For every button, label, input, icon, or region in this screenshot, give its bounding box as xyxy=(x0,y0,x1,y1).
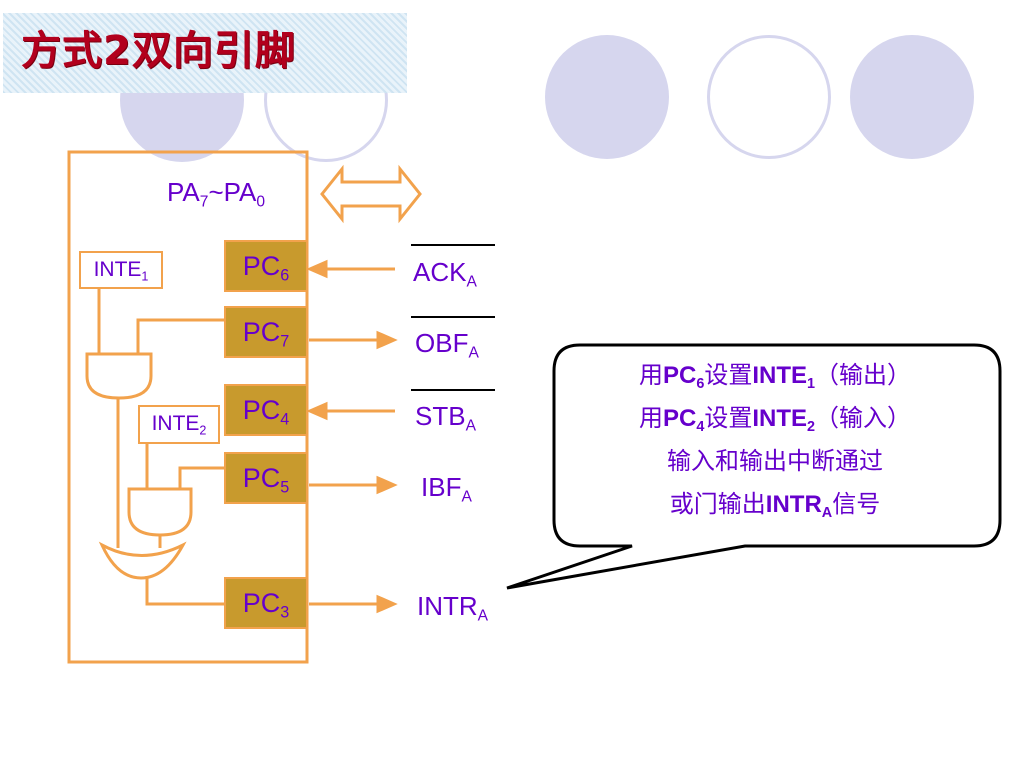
pc4-sub: 4 xyxy=(280,410,290,429)
inte1-box: INTE1 xyxy=(79,251,163,289)
inte1-sub: 1 xyxy=(141,269,149,284)
callout-l1-a: 用 xyxy=(638,361,663,389)
callout-l4-c: 信号 xyxy=(832,490,881,518)
pc6-box: PC6 xyxy=(224,240,308,292)
intr-main: INTR xyxy=(417,591,478,621)
pc6-sub: 6 xyxy=(280,266,290,285)
bus-label-sub2: 0 xyxy=(256,193,266,211)
callout-l4-a: 或门输出 xyxy=(669,490,766,518)
callout-l2-d-sub: 2 xyxy=(807,419,816,436)
and-gate-1 xyxy=(85,352,153,400)
arrow-intr-head xyxy=(376,594,398,614)
pc3-sub: 3 xyxy=(280,603,290,622)
bus-label: PA7~PA0 xyxy=(167,177,265,210)
callout-text: 用PC6设置INTE1（输出） 用PC4设置INTE2（输入） 输入和输出中断通… xyxy=(560,354,990,526)
callout-l1-c: 设置 xyxy=(704,361,753,389)
callout-l1-d: INTE xyxy=(752,362,807,389)
obf-label: OBFA xyxy=(415,328,479,361)
title-banner: 方式2双向引脚 xyxy=(3,13,407,93)
intr-label: INTRA xyxy=(417,591,488,624)
callout-l4-b-sub: A xyxy=(821,505,833,522)
stb-sub: A xyxy=(465,417,476,435)
ack-sub: A xyxy=(466,273,477,291)
arrow-ibf-head xyxy=(376,475,398,495)
pc4-box: PC4 xyxy=(224,384,308,436)
callout-line-3: 输入和输出中断通过 xyxy=(667,447,883,475)
callout-l2-e: （输入） xyxy=(815,404,912,432)
arrow-stb-head xyxy=(306,401,328,421)
wire-or-pc3 xyxy=(145,576,224,606)
pc5-box: PC5 xyxy=(224,452,308,504)
or-gate xyxy=(98,541,187,580)
pc7-sub: 7 xyxy=(280,332,290,351)
inte2-sub: 2 xyxy=(199,423,207,438)
stb-label: STBA xyxy=(415,401,476,434)
pc3-box: PC3 xyxy=(224,577,308,629)
obf-sub: A xyxy=(468,344,479,362)
callout-l1-b: PC xyxy=(662,362,697,389)
ibf-sub: A xyxy=(461,488,472,506)
pc4-main: PC xyxy=(242,395,281,425)
decor-circle-3 xyxy=(545,35,669,159)
bus-double-arrow xyxy=(320,164,422,224)
ibf-main: IBF xyxy=(421,472,462,502)
callout-l2-b-sub: 4 xyxy=(696,419,705,436)
page-title: 方式2双向引脚 xyxy=(21,28,296,74)
wire-pc7-and1 xyxy=(136,318,224,354)
callout-l1-e: （输出） xyxy=(815,361,912,389)
inte2-main: INTE xyxy=(151,412,200,435)
bus-label-sub1: 7 xyxy=(199,193,209,211)
inte1-main: INTE xyxy=(93,258,142,281)
obf-overline xyxy=(411,316,495,318)
ack-overline xyxy=(411,244,495,246)
wire-pc5-and2 xyxy=(178,466,224,489)
pc3-main: PC xyxy=(242,588,281,618)
ack-label: ACKA xyxy=(413,257,477,290)
callout-l4-b: INTR xyxy=(765,491,822,518)
decor-circle-5 xyxy=(850,35,974,159)
and-gate-2 xyxy=(127,487,193,537)
pc7-main: PC xyxy=(242,317,281,347)
bus-label-main: PA xyxy=(167,177,200,207)
intr-sub: A xyxy=(477,607,489,625)
pc5-main: PC xyxy=(242,463,281,493)
pc6-main: PC xyxy=(242,251,281,281)
callout-l1-d-sub: 1 xyxy=(807,376,816,393)
callout-line-2: 用PC4设置INTE2（输入） xyxy=(560,397,990,440)
callout-l2-a: 用 xyxy=(638,404,663,432)
obf-main: OBF xyxy=(415,328,469,358)
ack-main: ACK xyxy=(413,257,467,287)
stb-overline xyxy=(411,389,495,391)
decor-circle-4 xyxy=(707,35,831,159)
callout-line-1: 用PC6设置INTE1（输出） xyxy=(560,354,990,397)
pc5-sub: 5 xyxy=(280,478,290,497)
pc7-box: PC7 xyxy=(224,306,308,358)
bus-label-tilde: ~PA xyxy=(208,177,257,207)
arrow-ack-head xyxy=(306,259,328,279)
callout-l1-b-sub: 6 xyxy=(696,376,705,393)
ibf-label: IBFA xyxy=(421,472,472,505)
callout-bubble xyxy=(506,343,1002,590)
stb-main: STB xyxy=(415,401,466,431)
inte2-box: INTE2 xyxy=(138,405,220,444)
callout-l2-c: 设置 xyxy=(704,404,753,432)
callout-l2-b: PC xyxy=(662,405,697,432)
callout-line-4: 或门输出INTRA信号 xyxy=(560,483,990,526)
arrow-obf-head xyxy=(376,330,398,350)
callout-l2-d: INTE xyxy=(752,405,807,432)
